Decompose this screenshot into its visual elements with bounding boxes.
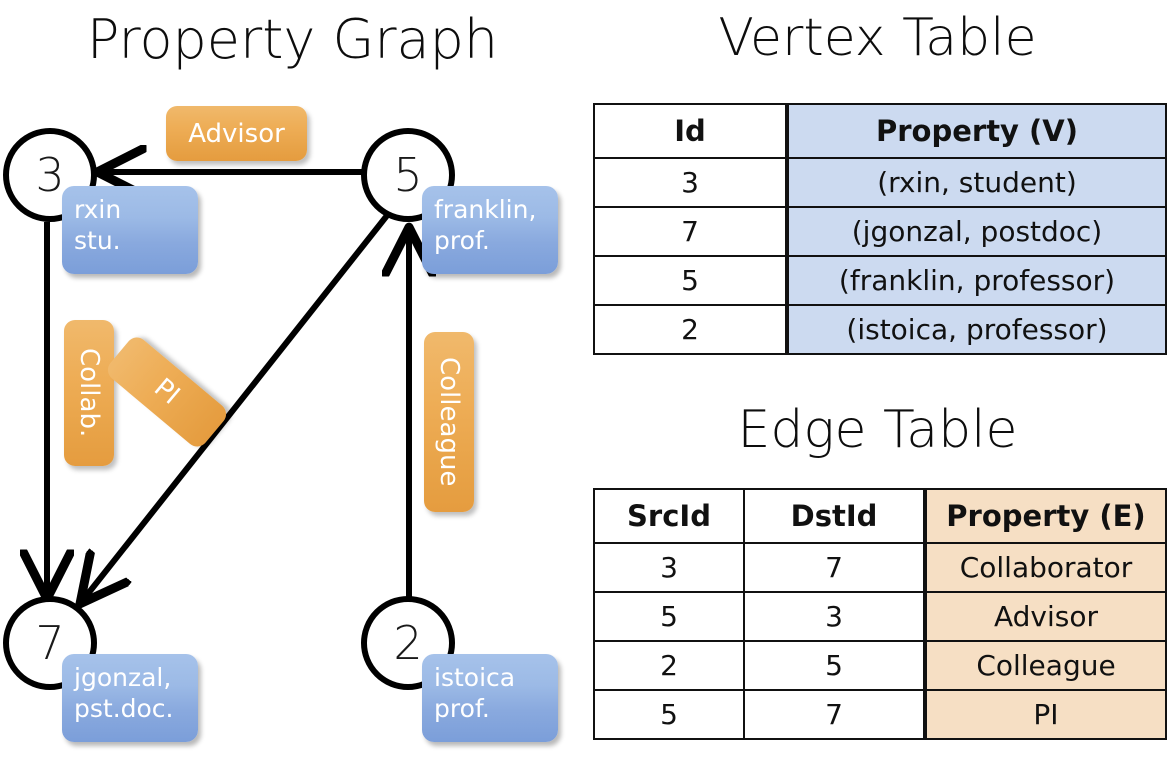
table-row[interactable]: 3 7 Collaborator — [593, 542, 1167, 593]
vertex-property-box-5-line1: franklin, — [434, 195, 537, 224]
edge-row-3-dst: 7 — [743, 689, 926, 740]
vertex-property-box-2-line2: prof. — [434, 693, 490, 723]
page-title-vertex-table: Vertex Table — [718, 8, 1037, 68]
edge-row-3-src: 5 — [593, 689, 745, 740]
table-row[interactable]: 3 (rxin, student) — [593, 157, 1167, 208]
graph-node-3-id: 3 — [35, 148, 65, 202]
vertex-row-0-id: 3 — [593, 157, 788, 208]
vertex-row-3-property: (istoica, professor) — [785, 304, 1167, 355]
vertex-row-2-property: (franklin, professor) — [785, 255, 1167, 306]
edge-table-header-property: Property (E) — [923, 488, 1167, 544]
edge-table-header-row: SrcId DstId Property (E) — [593, 488, 1167, 544]
graph-node-5[interactable]: 5 — [361, 128, 455, 222]
edge-label-colleague: Colleague — [424, 332, 474, 512]
vertex-property-box-5: franklin, prof. — [422, 186, 558, 274]
vertex-table: Id Property (V) 3 (rxin, student) 7 (jgo… — [593, 103, 1167, 355]
vertex-table-header-row: Id Property (V) — [593, 103, 1167, 159]
edge-label-advisor: Advisor — [166, 106, 307, 161]
edge-row-2-src: 2 — [593, 640, 745, 691]
vertex-property-box-7: jgonzal, pst.doc. — [62, 654, 198, 742]
table-row[interactable]: 5 (franklin, professor) — [593, 255, 1167, 306]
edge-table-header-dstid: DstId — [743, 488, 926, 544]
graph-node-5-id: 5 — [393, 148, 423, 202]
graph-node-7-id: 7 — [35, 616, 65, 670]
property-graph-panel: Property Graph Advisor Collab. PI — [0, 0, 585, 760]
vertex-row-1-property: (jgonzal, postdoc) — [785, 206, 1167, 257]
vertex-row-3-id: 2 — [593, 304, 788, 355]
vertex-property-box-7-line2: pst.doc. — [74, 693, 174, 723]
edge-row-3-property: PI — [923, 689, 1167, 740]
vertex-property-box-3: rxin stu. — [62, 186, 198, 274]
edge-label-collab-text: Collab. — [74, 348, 104, 438]
edge-row-1-dst: 3 — [743, 591, 926, 642]
page-title-property-graph: Property Graph — [86, 8, 499, 71]
page-title-edge-table: Edge Table — [737, 400, 1018, 460]
edge-table-header-srcid: SrcId — [593, 488, 745, 544]
vertex-property-box-5-line2: prof. — [434, 225, 490, 255]
vertex-row-0-property: (rxin, student) — [785, 157, 1167, 208]
edge-label-pi-text: PI — [148, 372, 186, 411]
edge-label-collab: Collab. — [64, 320, 114, 466]
vertex-row-1-id: 7 — [593, 206, 788, 257]
edge-row-2-dst: 5 — [743, 640, 926, 691]
table-row[interactable]: 5 3 Advisor — [593, 591, 1167, 642]
edge-row-0-dst: 7 — [743, 542, 926, 593]
edge-table: SrcId DstId Property (E) 3 7 Collaborato… — [593, 488, 1167, 740]
graph-edges-svg — [0, 0, 585, 760]
vertex-row-2-id: 5 — [593, 255, 788, 306]
vertex-property-box-2-line1: istoica — [434, 663, 516, 692]
table-row[interactable]: 5 7 PI — [593, 689, 1167, 740]
edge-label-advisor-text: Advisor — [188, 118, 285, 149]
table-row[interactable]: 2 5 Colleague — [593, 640, 1167, 691]
table-row[interactable]: 2 (istoica, professor) — [593, 304, 1167, 355]
edge-row-2-property: Colleague — [923, 640, 1167, 691]
edge-row-1-property: Advisor — [923, 591, 1167, 642]
edge-row-0-src: 3 — [593, 542, 745, 593]
graph-node-2-id: 2 — [393, 616, 423, 670]
vertex-property-box-3-line1: rxin — [74, 195, 122, 224]
graph-node-2[interactable]: 2 — [361, 596, 455, 690]
vertex-table-header-id: Id — [593, 103, 788, 159]
edge-row-1-src: 5 — [593, 591, 745, 642]
edge-label-colleague-text: Colleague — [434, 357, 464, 487]
edge-row-0-property: Collaborator — [923, 542, 1167, 593]
edge-pi-5-to-7 — [83, 211, 392, 600]
vertex-table-header-property: Property (V) — [785, 103, 1167, 159]
vertex-property-box-3-line2: stu. — [74, 225, 121, 255]
vertex-property-box-7-line1: jgonzal, — [74, 663, 172, 692]
table-row[interactable]: 7 (jgonzal, postdoc) — [593, 206, 1167, 257]
vertex-property-box-2: istoica prof. — [422, 654, 558, 742]
